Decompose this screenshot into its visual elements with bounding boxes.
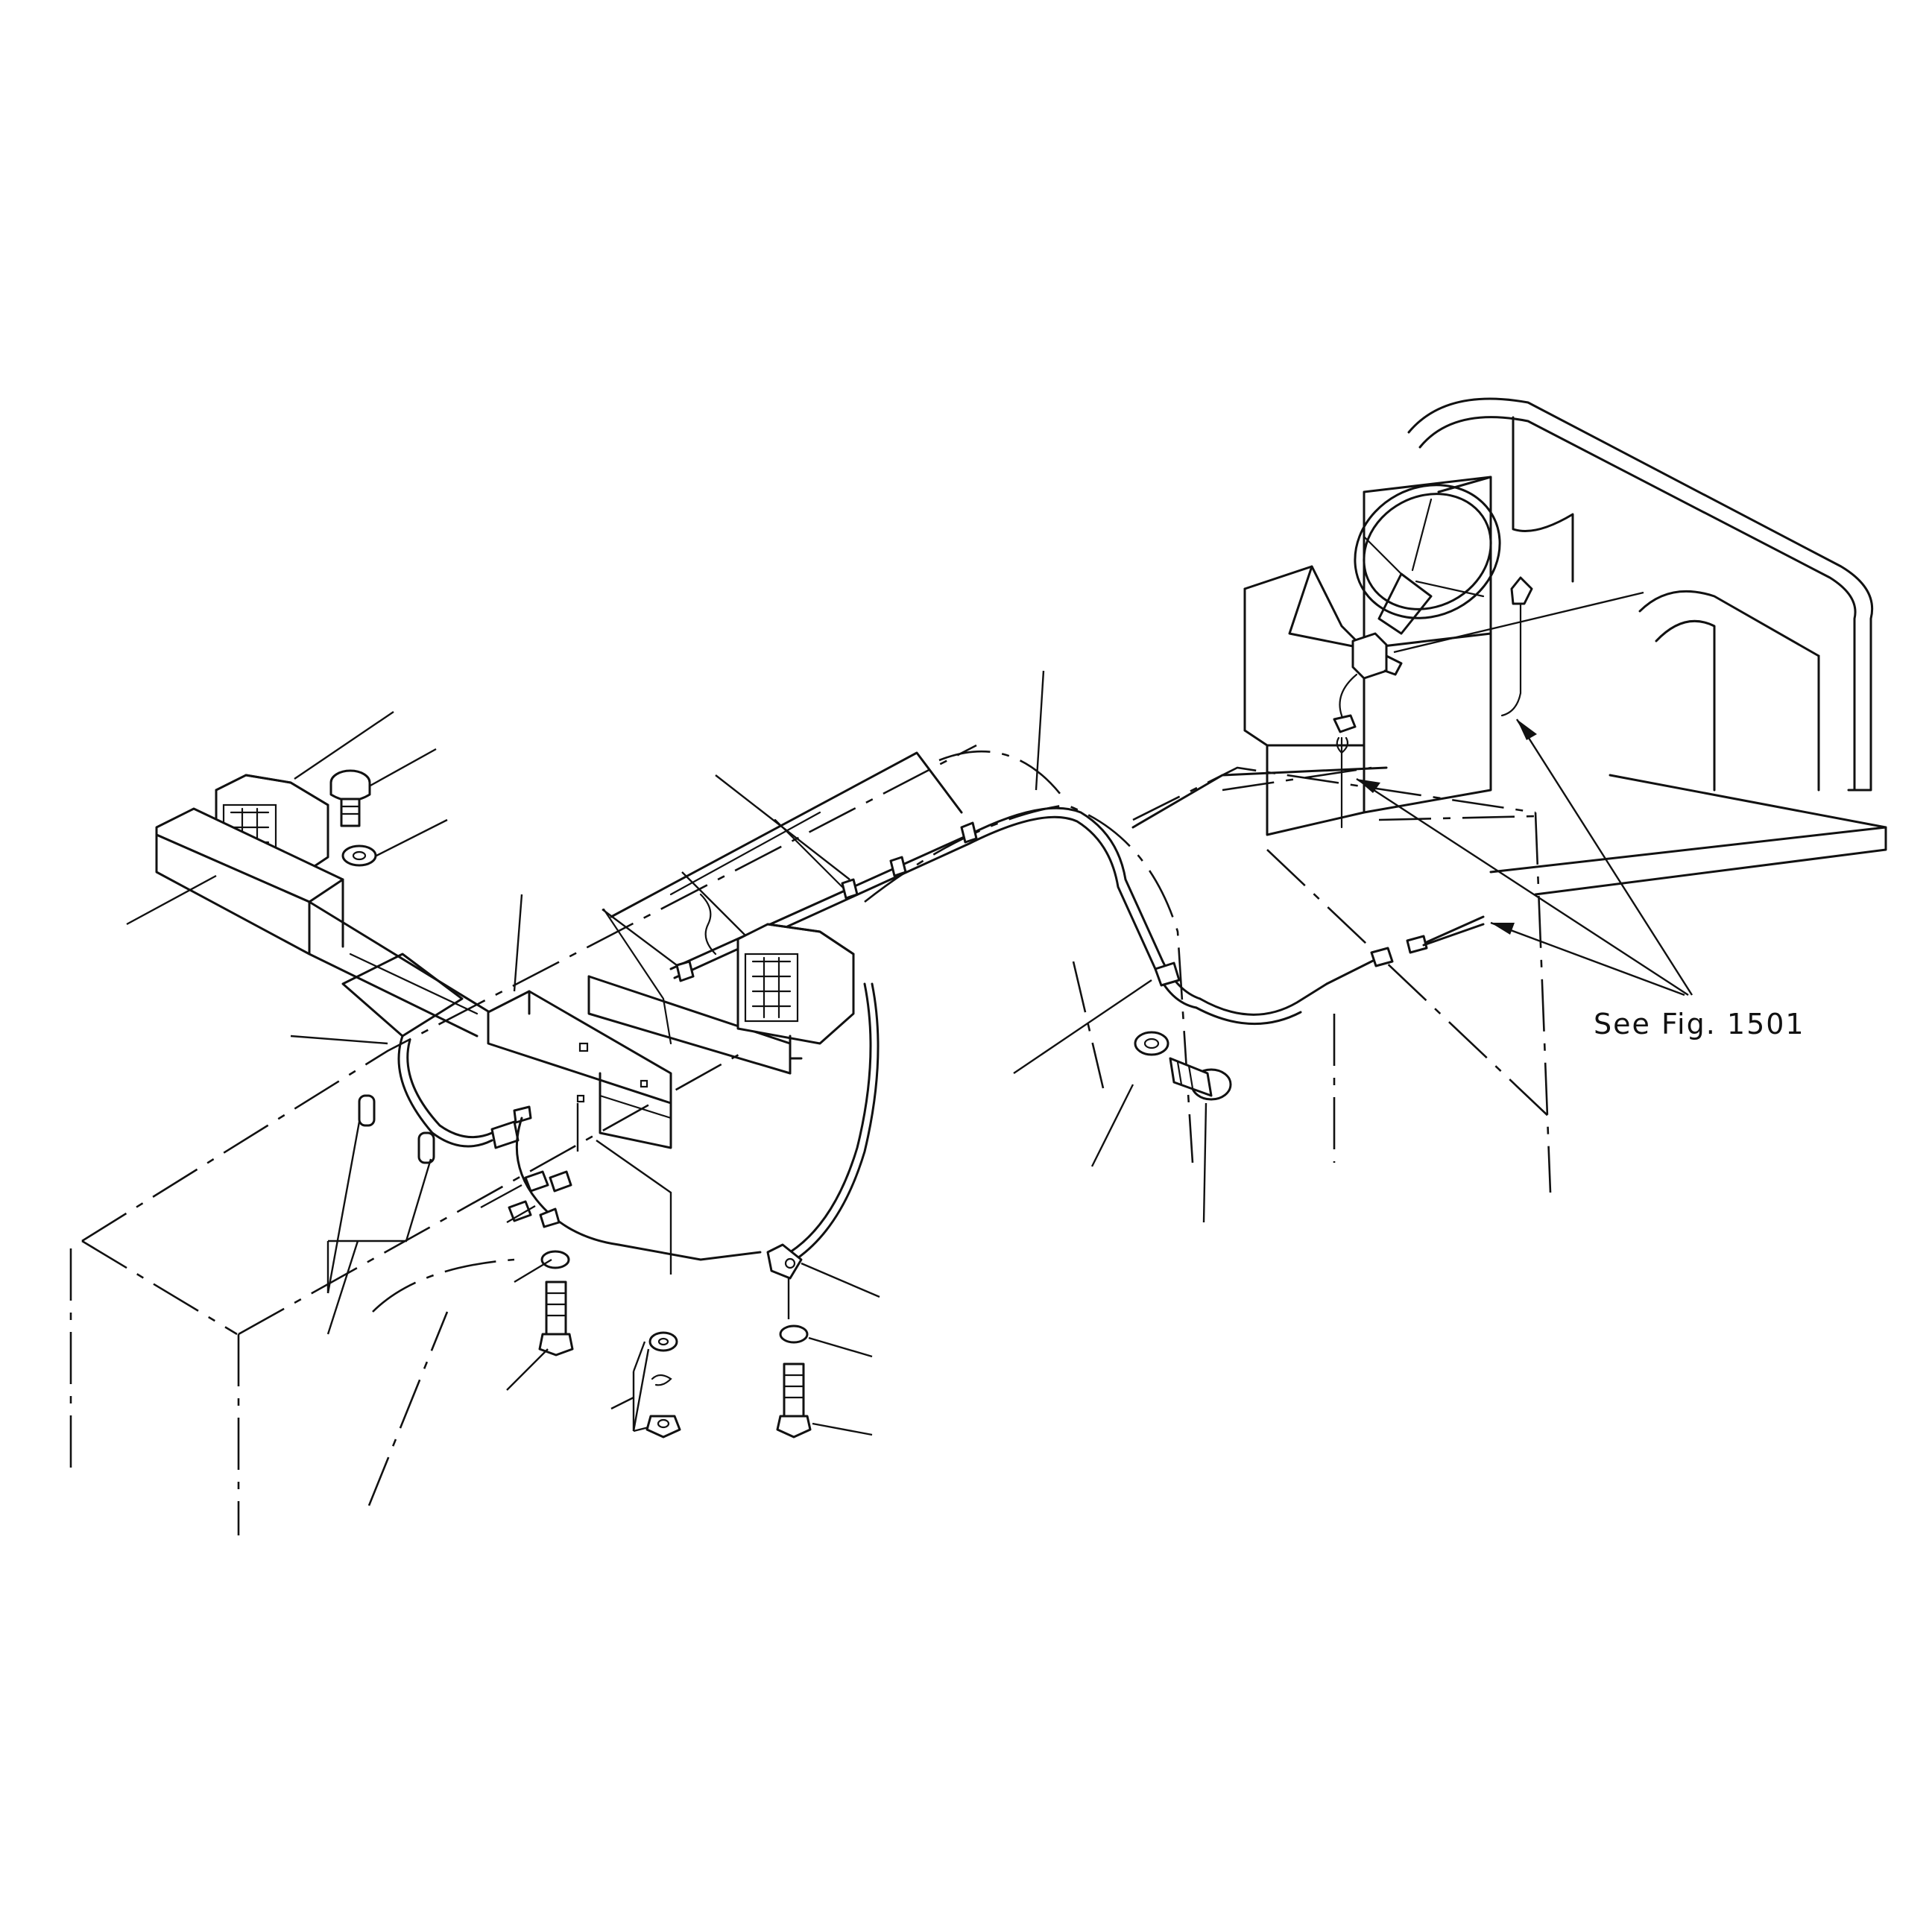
bolt-lower-left: [538, 1280, 574, 1357]
right-wire-harness: [1325, 915, 1485, 985]
cab-assembly: [1131, 397, 1887, 896]
ring-terminal: [766, 1243, 803, 1280]
see-figure-callout: See Fig. 1501: [1594, 1008, 1805, 1040]
bolt: [329, 769, 371, 827]
washer-right: [1134, 1031, 1169, 1056]
vehicle-phantom-outline: [69, 744, 1552, 1535]
washer: [341, 844, 377, 867]
connector: [1333, 714, 1357, 733]
wire-harness: [669, 806, 1328, 1026]
mounting-bracket: [155, 807, 493, 1038]
steering-wheel: [1354, 484, 1501, 635]
reference-arrows: [1356, 591, 1693, 997]
bolt-right: [1169, 1057, 1232, 1101]
center-body-outline: [602, 751, 963, 1045]
center-bracket: [487, 990, 672, 1149]
cab-rollbar: [1407, 397, 1874, 792]
operator-console: [1243, 565, 1366, 836]
toggle-switch: [1333, 632, 1403, 829]
right-floodlight: [587, 923, 855, 1075]
hardware: [329, 769, 1232, 1439]
bolt-lower-right: [776, 1362, 812, 1439]
leader-lines: [126, 670, 1208, 1436]
cable-clips: [675, 821, 978, 982]
under-bracket-wiring: [358, 982, 880, 1261]
